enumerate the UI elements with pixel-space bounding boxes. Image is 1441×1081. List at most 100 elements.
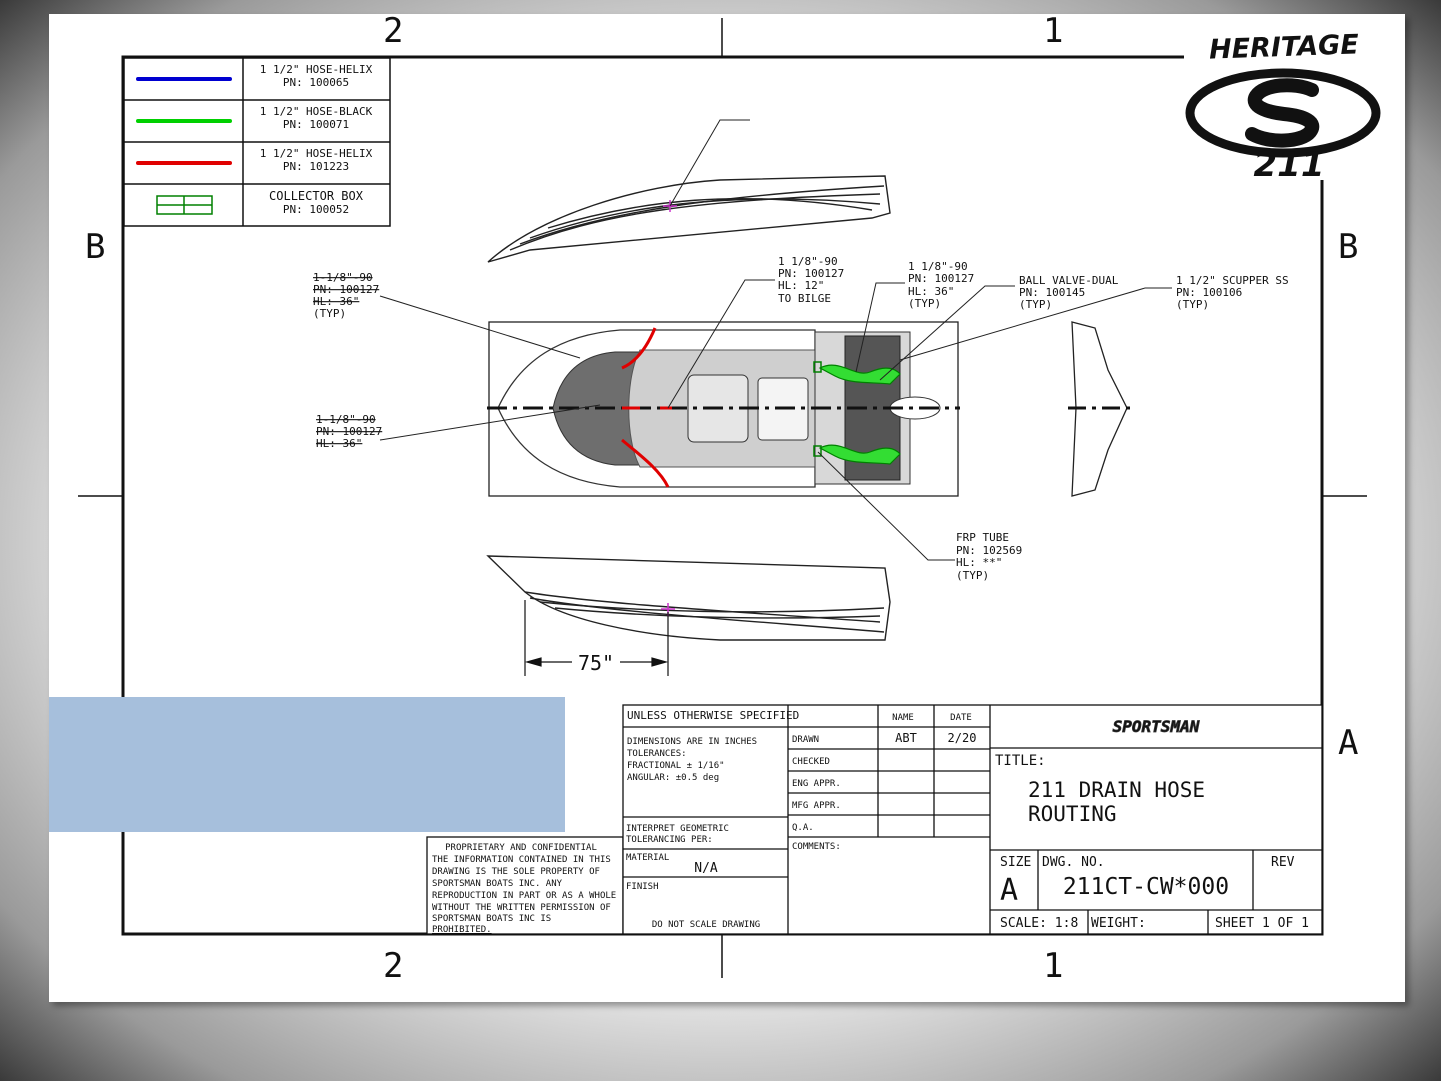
interpret-line-2: TOLERANCING PER:	[626, 835, 713, 845]
proprietary-line-6: WITHOUT THE WRITTEN PERMISSION OF	[432, 903, 611, 913]
company-name: SPORTSMAN	[1113, 717, 1200, 736]
row-checked-label: CHECKED	[792, 757, 830, 767]
title-label: TITLE:	[995, 753, 1046, 769]
zone-col-bottom-left: 2	[383, 946, 403, 986]
callout-3-line2: PN: 100127	[778, 267, 844, 280]
interpret-line-1: INTERPRET GEOMETRIC	[626, 824, 729, 834]
callout-6-line2: PN: 100106	[1176, 286, 1242, 299]
legend-3-line1: 1 1/2" HOSE-HELIX	[260, 147, 373, 160]
callout-5-line1: BALL VALVE-DUAL	[1019, 274, 1119, 287]
callout-2-line1: 1-1/8"-90	[316, 413, 376, 426]
legend-table: 1 1/2" HOSE-HELIX PN: 100065 1 1/2" HOSE…	[123, 57, 391, 227]
dimension-75	[524, 600, 669, 676]
title-line-1: 211 DRAIN HOSE	[1028, 778, 1205, 802]
callout-4-line1: 1 1/8"-90	[908, 260, 968, 273]
proprietary-line-1: PROPRIETARY AND CONFIDENTIAL	[445, 843, 597, 853]
callout-2-line3: HL: 36"	[316, 437, 362, 450]
zone-col-top-left: 2	[383, 11, 403, 51]
callout-ball-valve: BALL VALVE-DUAL PN: 100145 (TYP)	[1019, 274, 1119, 311]
callout-1-line1: 1-1/8"-90	[313, 271, 373, 284]
callout-7-line3: HL: **"	[956, 556, 1002, 569]
transom-section-view	[1068, 321, 1134, 497]
legend-1-line2: PN: 100065	[283, 76, 349, 89]
callout-3-line3: HL: 12"	[778, 279, 824, 292]
title-block	[622, 704, 1323, 935]
callout-4-line3: HL: 36"	[908, 285, 954, 298]
hull-side-profile-bottom	[486, 555, 891, 641]
leader-top-empty	[669, 119, 750, 207]
collector-box-icon	[156, 195, 213, 215]
logo-graphic: HERITAGE 211	[1185, 29, 1381, 185]
proprietary-line-7: SPORTSMAN BOATS INC IS	[432, 914, 551, 924]
proprietary-line-3: DRAWING IS THE SOLE PROPERTY OF	[432, 867, 600, 877]
legend-2-line2: PN: 100071	[283, 118, 349, 131]
date-header: DATE	[950, 713, 972, 723]
comments-label: COMMENTS:	[792, 842, 841, 852]
callout-scupper: 1 1/2" SCUPPER SS PN: 100106 (TYP)	[1176, 274, 1289, 311]
title-line-2: ROUTING	[1028, 802, 1117, 826]
rev-label: REV	[1271, 855, 1295, 870]
callout-7-line4: (TYP)	[956, 569, 989, 582]
dims-line-3: FRACTIONAL ± 1/16"	[627, 761, 725, 771]
callout-7-line2: PN: 102569	[956, 544, 1022, 557]
do-not-scale: DO NOT SCALE DRAWING	[652, 920, 760, 930]
callout-7-line1: FRP TUBE	[956, 531, 1009, 544]
zone-col-bottom-right: 1	[1043, 946, 1063, 986]
sheet-text: SHEET 1 OF 1	[1215, 916, 1309, 931]
callout-4-line2: PN: 100127	[908, 272, 974, 285]
size-value: A	[1000, 873, 1018, 908]
callout-fitting-typ-1: 1-1/8"-90 PN: 100127 HL: 36" (TYP)	[313, 271, 379, 320]
logo-bottom-text: 211	[1254, 145, 1325, 180]
logo-top-text: HERITAGE	[1209, 29, 1360, 65]
legend-2-line1: 1 1/2" HOSE-BLACK	[260, 105, 373, 118]
heritage-211-logo: HERITAGE 211	[1184, 20, 1387, 185]
callout-3-line4: TO BILGE	[778, 292, 831, 305]
callout-frp-tube: FRP TUBE PN: 102569 HL: **" (TYP)	[956, 531, 1022, 582]
hull-side-profile-top	[487, 175, 891, 263]
proprietary-notice: PROPRIETARY AND CONFIDENTIAL THE INFORMA…	[426, 836, 624, 935]
proprietary-line-2: THE INFORMATION CONTAINED IN THIS	[432, 855, 611, 865]
callout-bilge-fitting: 1 1/8"-90 PN: 100127 HL: 12" TO BILGE	[778, 255, 844, 305]
dimension-75-label: 75"	[578, 651, 614, 675]
row-drawn-name: ABT	[895, 731, 917, 745]
callout-2-line2: PN: 100127	[316, 425, 382, 438]
highlight-overlay	[49, 697, 565, 832]
callout-fitting-2: 1-1/8"-90 PN: 100127 HL: 36"	[316, 413, 382, 450]
dwg-label: DWG. NO.	[1042, 855, 1105, 870]
material-label: MATERIAL	[626, 853, 669, 863]
hull-plan-view	[487, 321, 960, 497]
callout-1-line2: PN: 100127	[313, 283, 379, 296]
zone-row-upper-left: B	[85, 227, 105, 267]
dims-line-1: DIMENSIONS ARE IN INCHES	[627, 737, 757, 747]
legend-4-line1: COLLECTOR BOX	[269, 189, 364, 203]
name-header: NAME	[892, 713, 914, 723]
proprietary-line-5: REPRODUCTION IN PART OR AS A WHOLE	[432, 891, 616, 901]
unless-specified: UNLESS OTHERWISE SPECIFIED	[627, 709, 799, 722]
callout-5-line2: PN: 100145	[1019, 286, 1085, 299]
callout-3-line1: 1 1/8"-90	[778, 255, 838, 268]
size-label: SIZE	[1000, 855, 1031, 870]
row-mfg-label: MFG APPR.	[792, 801, 841, 811]
callout-4-line4: (TYP)	[908, 297, 941, 310]
zone-row-upper-right: B	[1338, 227, 1358, 267]
dwg-value: 211CT-CW*000	[1063, 874, 1229, 900]
row-qa-label: Q.A.	[792, 823, 814, 833]
callout-fitting-typ-2: 1 1/8"-90 PN: 100127 HL: 36" (TYP)	[908, 260, 974, 310]
callout-6-line3: (TYP)	[1176, 298, 1209, 311]
title-block-text: UNLESS OTHERWISE SPECIFIED DIMENSIONS AR…	[626, 709, 1309, 931]
dims-line-2: TOLERANCES:	[627, 749, 687, 759]
weight-label: WEIGHT:	[1091, 916, 1146, 931]
row-drawn-label: DRAWN	[792, 735, 819, 745]
dims-line-4: ANGULAR: ±0.5 deg	[627, 773, 719, 783]
scale-text: SCALE: 1:8	[1000, 916, 1078, 931]
finish-label: FINISH	[626, 882, 659, 892]
callout-1-line3: HL: 36"	[313, 295, 359, 308]
callout-5-line3: (TYP)	[1019, 298, 1052, 311]
legend-1-line1: 1 1/2" HOSE-HELIX	[260, 63, 373, 76]
callout-6-line1: 1 1/2" SCUPPER SS	[1176, 274, 1289, 287]
proprietary-line-4: SPORTSMAN BOATS INC. ANY	[432, 879, 563, 889]
material-value: N/A	[694, 861, 718, 876]
zone-col-top-right: 1	[1043, 11, 1063, 51]
zone-row-lower-right: A	[1338, 723, 1358, 763]
